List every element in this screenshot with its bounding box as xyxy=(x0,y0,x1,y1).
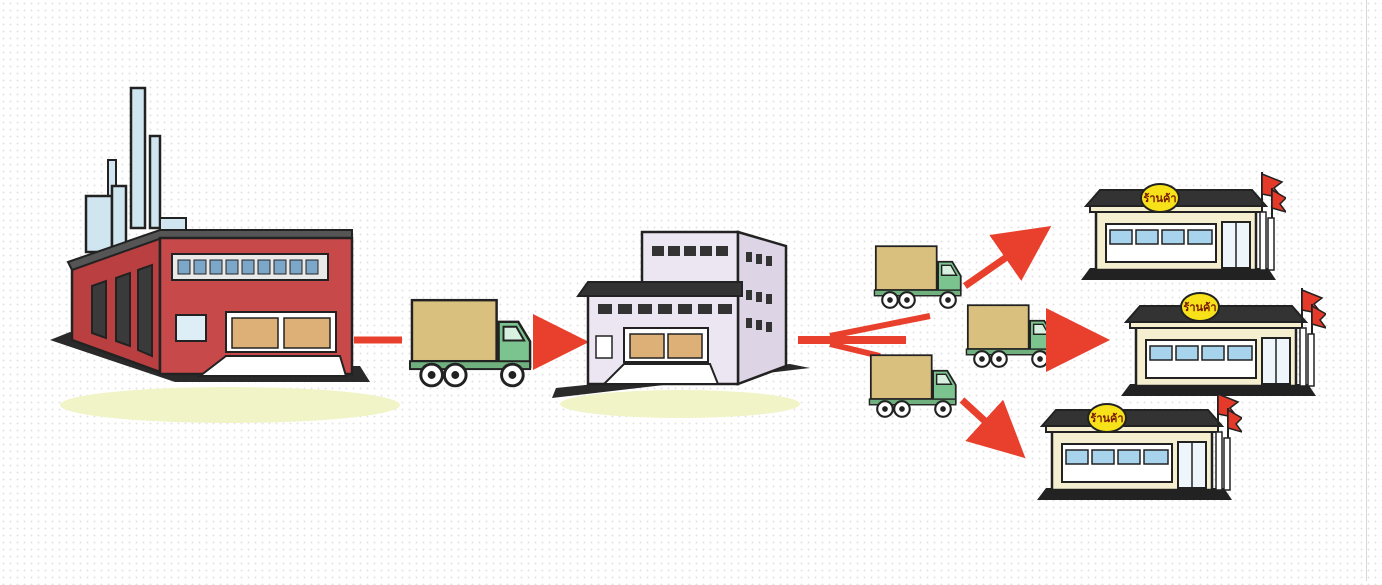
store-3: ร้านค้า xyxy=(1035,392,1242,502)
flow-arrow-to-store-3 xyxy=(959,397,1026,459)
truck-icon xyxy=(873,245,962,309)
store-sign xyxy=(1180,292,1220,322)
store-sign-text: ร้านค้า xyxy=(1090,412,1123,425)
store-sign xyxy=(1087,403,1127,433)
truck-icon xyxy=(868,354,957,418)
flow-arrow-branch-bottom xyxy=(829,341,881,359)
store-1: ร้านค้า xyxy=(1079,172,1286,282)
store-sign-text: ร้านค้า xyxy=(1143,192,1176,205)
store-sign xyxy=(1140,183,1180,213)
frame-edge xyxy=(1366,0,1367,581)
truck-icon xyxy=(408,298,532,388)
factory xyxy=(50,86,400,423)
store-sign-text: ร้านค้า xyxy=(1183,301,1216,314)
truck-icon xyxy=(965,304,1054,368)
warehouse xyxy=(552,230,810,418)
flow-arrow-branch-top xyxy=(829,313,931,339)
flow-arrow-to-store-1 xyxy=(963,226,1052,289)
store-2: ร้านค้า xyxy=(1119,288,1326,398)
